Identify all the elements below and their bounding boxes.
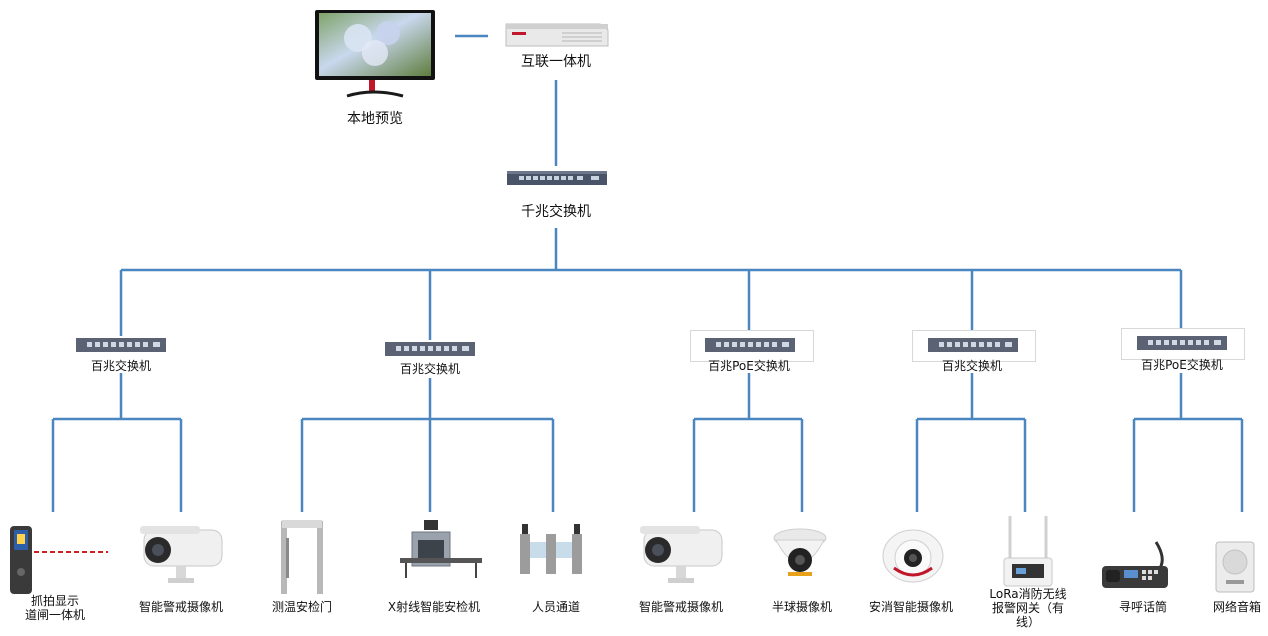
device-label-1: 抓拍显示 道闸一体机 bbox=[24, 594, 85, 622]
core-switch-label: 千兆交换机 bbox=[521, 204, 591, 220]
access-switch-5-icon bbox=[1137, 336, 1227, 350]
turret-camera-icon bbox=[882, 529, 944, 583]
turnstile-display-icon bbox=[10, 526, 108, 594]
device-label-4: X射线智能安检机 bbox=[387, 600, 481, 614]
device-label-10: 寻呼话筒 bbox=[1118, 600, 1167, 614]
xray-scanner-icon bbox=[400, 520, 482, 578]
device-label-5: 人员通道 bbox=[531, 600, 580, 614]
access-switch-4-icon bbox=[928, 338, 1018, 352]
monitor-icon bbox=[315, 10, 435, 98]
bullet-camera-icon bbox=[140, 526, 223, 583]
dome-camera-icon bbox=[773, 528, 827, 576]
device-label-2: 智能警戒摄像机 bbox=[138, 600, 223, 614]
turnstile-icon bbox=[520, 524, 582, 574]
paging-microphone-icon bbox=[1102, 541, 1168, 588]
core-switch-icon bbox=[507, 171, 607, 185]
nvr-icon bbox=[505, 23, 609, 47]
access-switch-4-label: 百兆交换机 bbox=[941, 359, 1002, 373]
access-switch-2-label: 百兆交换机 bbox=[399, 362, 460, 376]
access-switch-1-icon bbox=[76, 338, 166, 352]
device-label-6: 智能警戒摄像机 bbox=[638, 600, 723, 614]
nvr-label: 互联一体机 bbox=[521, 54, 591, 70]
lora-gateway-icon bbox=[1003, 516, 1053, 587]
access-switch-5-label: 百兆PoE交换机 bbox=[1141, 358, 1223, 372]
access-switch-2-icon bbox=[385, 342, 475, 356]
access-switch-1-label: 百兆交换机 bbox=[90, 359, 151, 373]
network-speaker-icon bbox=[1215, 541, 1255, 593]
device-label-9: LoRa消防无线 报警网关（有 线） bbox=[989, 587, 1067, 629]
access-switch-3-label: 百兆PoE交换机 bbox=[708, 359, 790, 373]
device-label-8: 安消智能摄像机 bbox=[868, 600, 953, 614]
bullet-camera-icon bbox=[640, 526, 723, 583]
monitor-label: 本地预览 bbox=[347, 111, 403, 127]
access-switch-3-icon bbox=[705, 338, 795, 352]
device-label-11: 网络音箱 bbox=[1212, 600, 1261, 614]
device-label-7: 半球摄像机 bbox=[771, 600, 832, 614]
device-label-3: 测温安检门 bbox=[271, 600, 332, 614]
security-gate-icon bbox=[281, 520, 323, 594]
